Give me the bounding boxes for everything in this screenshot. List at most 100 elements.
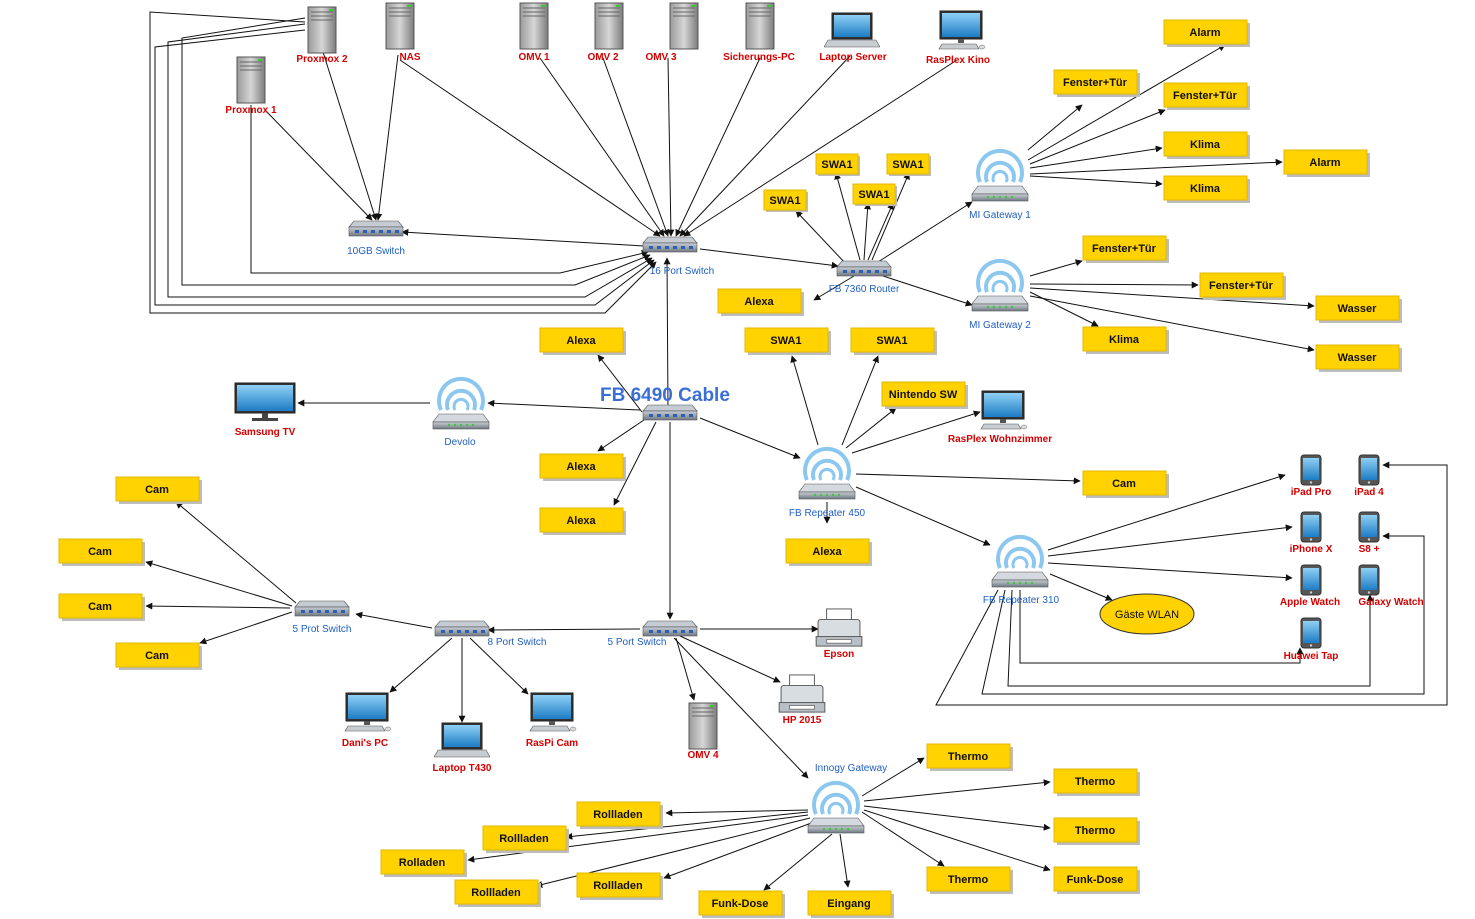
- svg-text:Cam: Cam: [145, 650, 169, 662]
- wifi-fb-repeater-450[interactable]: FB Repeater 450: [789, 446, 866, 519]
- box-cam-repeater[interactable]: Cam: [1082, 470, 1169, 498]
- server-omv-3[interactable]: OMV 3: [645, 2, 699, 63]
- server-sicherungs-pc[interactable]: Sicherungs-PC: [723, 2, 795, 63]
- svg-text:Rollladen: Rollladen: [499, 833, 549, 845]
- box-alarm-1[interactable]: Alarm: [1163, 19, 1250, 47]
- wifi-mi-gateway-2[interactable]: MI Gateway 2: [969, 258, 1031, 331]
- box-fenster-tuer-1[interactable]: Fenster+Tür: [1053, 69, 1140, 97]
- server-omv-2[interactable]: OMV 2: [587, 2, 624, 63]
- device-ipad-4[interactable]: iPad 4: [1354, 454, 1384, 498]
- device-danis-pc[interactable]: Dani's PC: [342, 692, 392, 749]
- endpoint-boxes: Alarm Fenster+Tür Fenster+Tür Klima Alar…: [58, 19, 1402, 918]
- box-swa1-a[interactable]: SWA1: [815, 153, 860, 176]
- switch-5-port[interactable]: 5 Port Switch: [608, 620, 698, 648]
- box-alexa-repeater[interactable]: Alexa: [785, 538, 872, 566]
- device-laptop-server[interactable]: Laptop Server: [819, 12, 887, 63]
- box-swa1-d[interactable]: SWA1: [763, 189, 808, 212]
- wifi-mi-gateway-1[interactable]: MI Gateway 1: [969, 148, 1031, 221]
- box-rollladen-5[interactable]: Rollladen: [576, 872, 663, 900]
- box-thermo-4[interactable]: Thermo: [926, 866, 1013, 894]
- switch-16-port[interactable]: 16 Port Switch: [642, 236, 714, 277]
- box-alexa-3[interactable]: Alexa: [539, 507, 626, 535]
- box-rollladen-2[interactable]: Rollladen: [482, 825, 569, 853]
- box-fenster-tuer-4[interactable]: Fenster+Tür: [1199, 272, 1286, 300]
- server-icon: [385, 2, 415, 50]
- box-alarm-2[interactable]: Alarm: [1283, 149, 1370, 177]
- device-s8-plus[interactable]: S8 +: [1358, 511, 1380, 555]
- box-eingang[interactable]: Eingang: [807, 890, 894, 918]
- box-swa1-b[interactable]: SWA1: [886, 153, 931, 176]
- box-funk-dose-2[interactable]: Funk-Dose: [698, 890, 785, 918]
- svg-text:Apple Watch: Apple Watch: [1280, 597, 1340, 608]
- server-omv-1[interactable]: OMV 1: [518, 2, 550, 63]
- device-laptop-t430[interactable]: Laptop T430: [433, 722, 492, 774]
- box-cam-3[interactable]: Cam: [58, 593, 145, 621]
- box-funk-dose-1[interactable]: Funk-Dose: [1053, 866, 1140, 894]
- device-samsung-tv[interactable]: Samsung TV: [234, 382, 296, 438]
- box-nintendo-sw[interactable]: Nintendo SW: [881, 381, 968, 409]
- svg-text:Cam: Cam: [145, 484, 169, 496]
- device-rasplex-kino[interactable]: RasPlex Kino: [926, 10, 990, 66]
- box-thermo-1[interactable]: Thermo: [926, 743, 1013, 771]
- device-ipad-pro[interactable]: iPad Pro: [1291, 454, 1332, 498]
- svg-text:Alarm: Alarm: [1189, 27, 1220, 39]
- server-proxmox-2[interactable]: Proxmox 2: [296, 6, 348, 65]
- svg-text:iPad Pro: iPad Pro: [1291, 487, 1332, 498]
- box-fenster-tuer-2[interactable]: Fenster+Tür: [1163, 82, 1250, 110]
- svg-text:Proxmox 2: Proxmox 2: [296, 54, 348, 65]
- box-wasser-2[interactable]: Wasser: [1315, 344, 1402, 372]
- svg-text:RasPlex Wohnzimmer: RasPlex Wohnzimmer: [948, 434, 1052, 445]
- device-rasplex-wohnzimmer[interactable]: RasPlex Wohnzimmer: [948, 390, 1052, 445]
- box-alexa-2[interactable]: Alexa: [539, 453, 626, 481]
- svg-text:Thermo: Thermo: [948, 751, 989, 763]
- box-thermo-3[interactable]: Thermo: [1053, 817, 1140, 845]
- svg-text:Thermo: Thermo: [1075, 776, 1116, 788]
- box-klima-1[interactable]: Klima: [1163, 131, 1250, 159]
- device-apple-watch[interactable]: Apple Watch: [1280, 564, 1340, 608]
- device-epson[interactable]: Epson: [815, 608, 863, 660]
- device-hp-2015[interactable]: HP 2015: [778, 674, 826, 726]
- svg-text:Wasser: Wasser: [1338, 352, 1377, 364]
- server-nas[interactable]: NAS: [385, 2, 421, 63]
- guest-wlan[interactable]: Gäste WLAN: [1099, 593, 1195, 635]
- box-swa1-f[interactable]: SWA1: [850, 327, 937, 355]
- box-klima-2[interactable]: Klima: [1163, 175, 1250, 203]
- switch-8-port[interactable]: 8 Port Switch: [434, 620, 546, 648]
- wifi-innogy-gateway[interactable]: Innogy Gateway: [806, 763, 887, 835]
- box-fenster-tuer-3[interactable]: Fenster+Tür: [1082, 235, 1169, 263]
- box-rolladen-3[interactable]: Rolladen: [380, 849, 467, 877]
- svg-text:Klima: Klima: [1190, 139, 1221, 151]
- box-thermo-2[interactable]: Thermo: [1053, 768, 1140, 796]
- wifi-fb-repeater-310[interactable]: FB Repeater 310: [983, 534, 1060, 606]
- pc-icon: [980, 390, 1028, 430]
- switch-5-prot[interactable]: 5 Prot Switch: [293, 600, 352, 635]
- svg-text:iPad 4: iPad 4: [1354, 487, 1384, 498]
- device-galaxy-watch[interactable]: Galaxy Watch: [1358, 564, 1424, 608]
- wifi-access-point-icon: [431, 376, 491, 431]
- server-omv-4[interactable]: OMV 4: [687, 702, 719, 761]
- router-fb-6490-cable[interactable]: [642, 404, 698, 421]
- box-cam-4[interactable]: Cam: [115, 642, 202, 670]
- device-huawei-tap[interactable]: Huawei Tap: [1284, 617, 1339, 662]
- server-proxmox-1[interactable]: Proxmox 1: [225, 56, 277, 116]
- box-wasser-1[interactable]: Wasser: [1315, 295, 1402, 323]
- printer-icon: [815, 608, 863, 647]
- device-raspi-cam[interactable]: RasPi Cam: [526, 692, 578, 749]
- box-klima-3[interactable]: Klima: [1082, 326, 1169, 354]
- box-cam-1[interactable]: Cam: [115, 476, 202, 504]
- box-swa1-c[interactable]: SWA1: [852, 183, 897, 206]
- switch-icon: [348, 220, 404, 237]
- device-iphone-x[interactable]: iPhone X: [1290, 511, 1333, 555]
- box-alexa-1[interactable]: Alexa: [539, 327, 626, 355]
- box-rollladen-4[interactable]: Rollladen: [454, 879, 541, 907]
- router-fb-7360[interactable]: FB 7360 Router: [829, 260, 900, 295]
- box-swa1-e[interactable]: SWA1: [744, 327, 831, 355]
- svg-text:Devolo: Devolo: [444, 437, 476, 448]
- box-cam-2[interactable]: Cam: [58, 538, 145, 566]
- switch-icon: [294, 600, 350, 617]
- box-alexa-fb7360[interactable]: Alexa: [717, 288, 804, 316]
- pc-icon: [938, 10, 986, 50]
- wifi-devolo[interactable]: Devolo: [431, 376, 491, 448]
- box-rollladen-1[interactable]: Rollladen: [576, 801, 663, 829]
- switch-10gb[interactable]: 10GB Switch: [347, 220, 405, 257]
